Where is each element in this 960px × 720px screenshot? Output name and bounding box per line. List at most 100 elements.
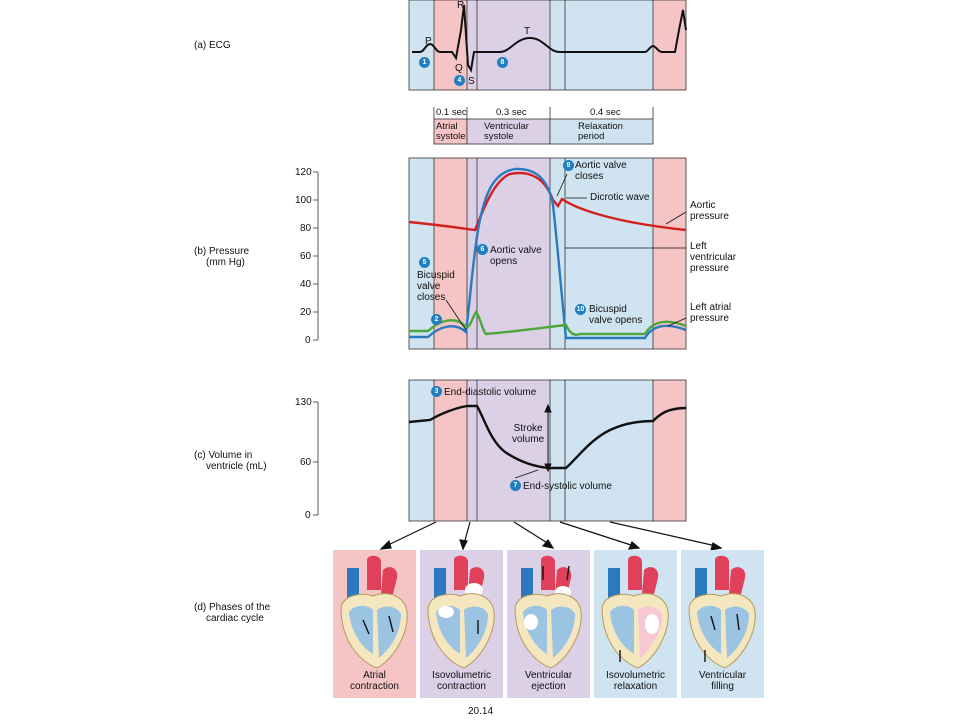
phase-card-label: Isovolumetric contraction (420, 670, 503, 692)
timeline-duration-ventricular: 0.3 sec (496, 107, 527, 118)
heart-illustration-atrial-contraction (340, 555, 408, 669)
phase-label-line1: Ventricular (698, 670, 747, 681)
volume-axis (313, 401, 319, 516)
callout-bvc-line3: closes (417, 292, 446, 303)
phase-label-line1: Isovolumetric (606, 670, 665, 681)
callout-avo-line1: Aortic valve (490, 245, 542, 256)
callout-aortic-pressure: Aortic pressure (690, 200, 729, 222)
callout-aortic-valve-closes-line2: closes (575, 171, 604, 182)
phase-label-line2: filling (711, 681, 734, 692)
callout-end-diastolic-volume: End-diastolic volume (444, 387, 537, 398)
phase-card-label: Ventricular filling (681, 670, 764, 692)
callout-lap-line2: pressure (690, 313, 729, 324)
panel-label-volume-line1: (c) Volume in (194, 450, 253, 461)
pressure-tick-120: 120 (295, 167, 312, 178)
callout-bvo-line2: valve opens (589, 315, 643, 326)
callout-aortic-valve-closes: Aortic valve closes (575, 160, 627, 182)
callout-bvc-line1: Bicuspid (417, 270, 455, 281)
ecg-wave-q: Q (455, 63, 463, 74)
phase-label-line2: relaxation (613, 681, 658, 692)
volume-tick-0: 0 (305, 510, 311, 521)
callout-bvo-line1: Bicuspid (589, 304, 627, 315)
callout-bicuspid-valve-opens: Bicuspid valve opens (589, 304, 642, 326)
callout-aortic-pressure-line1: Aortic (690, 200, 716, 211)
pressure-tick-100: 100 (295, 195, 312, 206)
pressure-leader-lines (445, 173, 687, 331)
phase-label-line1: Ventricular (524, 670, 573, 681)
ecg-wave-p: P (425, 36, 432, 47)
panel-label-phases-line2: cardiac cycle (206, 613, 264, 624)
panel-label-pressure-line1: (b) Pressure (194, 246, 250, 257)
timeline-phase-atrial-line2: systole (436, 131, 466, 142)
callout-avo-line2: opens (490, 256, 518, 267)
callout-badge-3: 3 (431, 386, 442, 397)
callout-left-ventricular-pressure: Left ventricular pressure (690, 241, 736, 274)
heart-illustration-ventricular-filling (688, 555, 756, 669)
callout-end-systolic-volume: End-systolic volume (523, 481, 612, 492)
heart-illustration-ventricular-ejection (514, 555, 582, 669)
panel-label-ecg: (a) ECG (194, 40, 231, 51)
phase-label-line2: contraction (437, 681, 486, 692)
phase-card-label: Isovolumetric relaxation (594, 670, 677, 692)
callout-badge-4: 4 (454, 75, 465, 86)
timeline-duration-atrial: 0.1 sec (436, 107, 467, 118)
phase-arrows (379, 521, 723, 551)
phase-label-line2: ejection (531, 681, 566, 692)
ecg-wave-t: T (524, 26, 531, 37)
callout-bicuspid-valve-closes: Bicuspid valve closes (417, 270, 455, 303)
timeline-phase-atrial-systole: Atrial systole (436, 122, 466, 142)
phase-card-label: Atrial contraction (333, 670, 416, 692)
pressure-tick-0: 0 (305, 335, 311, 346)
ventricular-pressure-curve (409, 167, 687, 340)
phase-card-label: Ventricular ejection (507, 670, 590, 692)
callout-lvp-line1: Left (690, 241, 707, 252)
panel-label-phases-line1: (d) Phases of the (194, 602, 271, 613)
panel-label-phases: (d) Phases of the cardiac cycle (194, 602, 270, 624)
callout-bvc-line2: valve (417, 281, 441, 292)
figure-number: 20.14 (468, 706, 494, 717)
timeline-phase-relaxation-period: Relaxation period (578, 122, 623, 142)
timeline-phase-relaxation-line1: Relaxation (578, 121, 623, 132)
callout-badge-8: 8 (497, 57, 508, 68)
callout-badge-7: 7 (510, 480, 521, 491)
callout-lap-line1: Left atrial (690, 302, 732, 313)
pressure-tick-60: 60 (300, 251, 312, 262)
heart-illustration-isovolumetric-contraction (427, 555, 495, 669)
callout-lvp-line2: ventricular (690, 252, 737, 263)
pressure-axis (313, 171, 319, 341)
callout-aortic-pressure-line2: pressure (690, 211, 729, 222)
volume-tick-60: 60 (300, 457, 312, 468)
callout-left-atrial-pressure: Left atrial pressure (690, 302, 731, 324)
callout-badge-5: 5 (419, 257, 430, 268)
callout-stroke-volume-line2: volume (512, 434, 545, 445)
phase-card-ventricular-filling: Ventricular filling (681, 550, 764, 698)
timeline-phase-ventricular-line2: systole (484, 131, 514, 142)
timeline-phase-atrial-line1: Atrial (436, 121, 458, 132)
callout-aortic-valve-closes-line1: Aortic valve (575, 160, 627, 171)
phase-label-line1: Isovolumetric (432, 670, 491, 681)
callout-stroke-volume-line1: Stroke (513, 423, 543, 434)
ecg-trace (412, 4, 687, 73)
panel-label-pressure: (b) Pressure (mm Hg) (194, 246, 249, 268)
timeline-duration-relaxation: 0.4 sec (590, 107, 621, 118)
aortic-pressure-curve (408, 171, 687, 232)
phase-card-isovolumetric-relaxation: Isovolumetric relaxation (594, 550, 677, 698)
volume-tick-130: 130 (295, 397, 312, 408)
callout-lvp-line3: pressure (690, 263, 729, 274)
ecg-wave-s: S (468, 76, 475, 87)
callout-dicrotic-wave: Dicrotic wave (590, 192, 650, 203)
phase-label-line2: contraction (350, 681, 399, 692)
atrial-pressure-curve (409, 310, 687, 336)
timeline-bar (433, 107, 654, 145)
stroke-volume-arrow (544, 403, 552, 473)
ventricular-volume-curve (408, 404, 687, 470)
timeline-phase-ventricular-systole: Ventricular systole (484, 122, 529, 142)
pressure-tick-20: 20 (300, 307, 312, 318)
callout-badge-9: 9 (563, 160, 574, 171)
phase-label-line1: Atrial (363, 670, 386, 681)
callout-badge-2: 2 (431, 314, 442, 325)
callout-badge-1: 1 (419, 57, 430, 68)
pressure-tick-80: 80 (300, 223, 312, 234)
timeline-phase-ventricular-line1: Ventricular (484, 121, 529, 132)
volume-panel-background (408, 379, 687, 522)
